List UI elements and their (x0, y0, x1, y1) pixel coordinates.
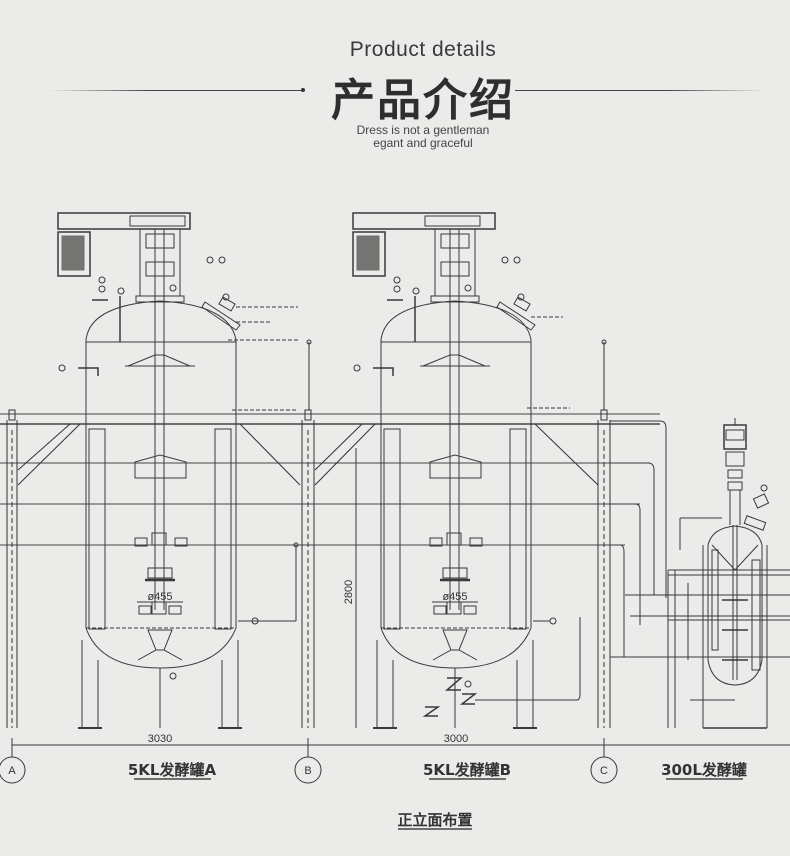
section-header: Product details 产品介绍 Dress is not a gent… (0, 0, 790, 170)
dimension-span-bc: 3000 (444, 733, 468, 745)
chinese-title: 产品介绍 (331, 75, 515, 126)
dimension-lines (11, 738, 790, 752)
grid-axis-bubbles (0, 745, 618, 784)
axis-label-c: C (600, 765, 608, 777)
column-b (301, 339, 315, 728)
dimension-height: 2800 (343, 580, 355, 604)
left-divider-line (48, 90, 304, 91)
height-dimension (355, 448, 357, 728)
axis-label-a: A (8, 765, 16, 777)
tank-label-b: 5KL发酵罐B (423, 761, 511, 779)
platform-beams (0, 413, 660, 546)
tank-b (352, 212, 581, 729)
subtitle: Dress is not a gentleman egant and grace… (0, 124, 790, 150)
support-columns (6, 339, 611, 728)
english-title: Product details (349, 38, 497, 61)
tank-label-300l: 300L发酵罐 (661, 761, 747, 779)
axis-bubble-c (590, 756, 618, 784)
axis-bubble-b (294, 756, 322, 784)
axis-label-b: B (304, 765, 311, 777)
subtitle-line-2: egant and graceful (373, 136, 473, 150)
tank-a (57, 212, 299, 729)
tank-label-a: 5KL发酵罐A (128, 761, 217, 779)
impeller-diameter-a: ø455 (147, 591, 172, 603)
divider-dot (301, 88, 305, 92)
axis-bubble-a (0, 756, 26, 784)
column-c (597, 339, 611, 728)
tank-300l (610, 418, 790, 729)
label-underlines (134, 778, 743, 830)
drawing-title: 正立面布置 (397, 811, 472, 829)
subtitle-line-1: Dress is not a gentleman (356, 123, 490, 137)
column-a (6, 409, 18, 728)
right-divider-line (515, 90, 765, 91)
dimension-span-ab: 3030 (148, 733, 172, 745)
impeller-diameter-b: ø455 (442, 591, 467, 603)
